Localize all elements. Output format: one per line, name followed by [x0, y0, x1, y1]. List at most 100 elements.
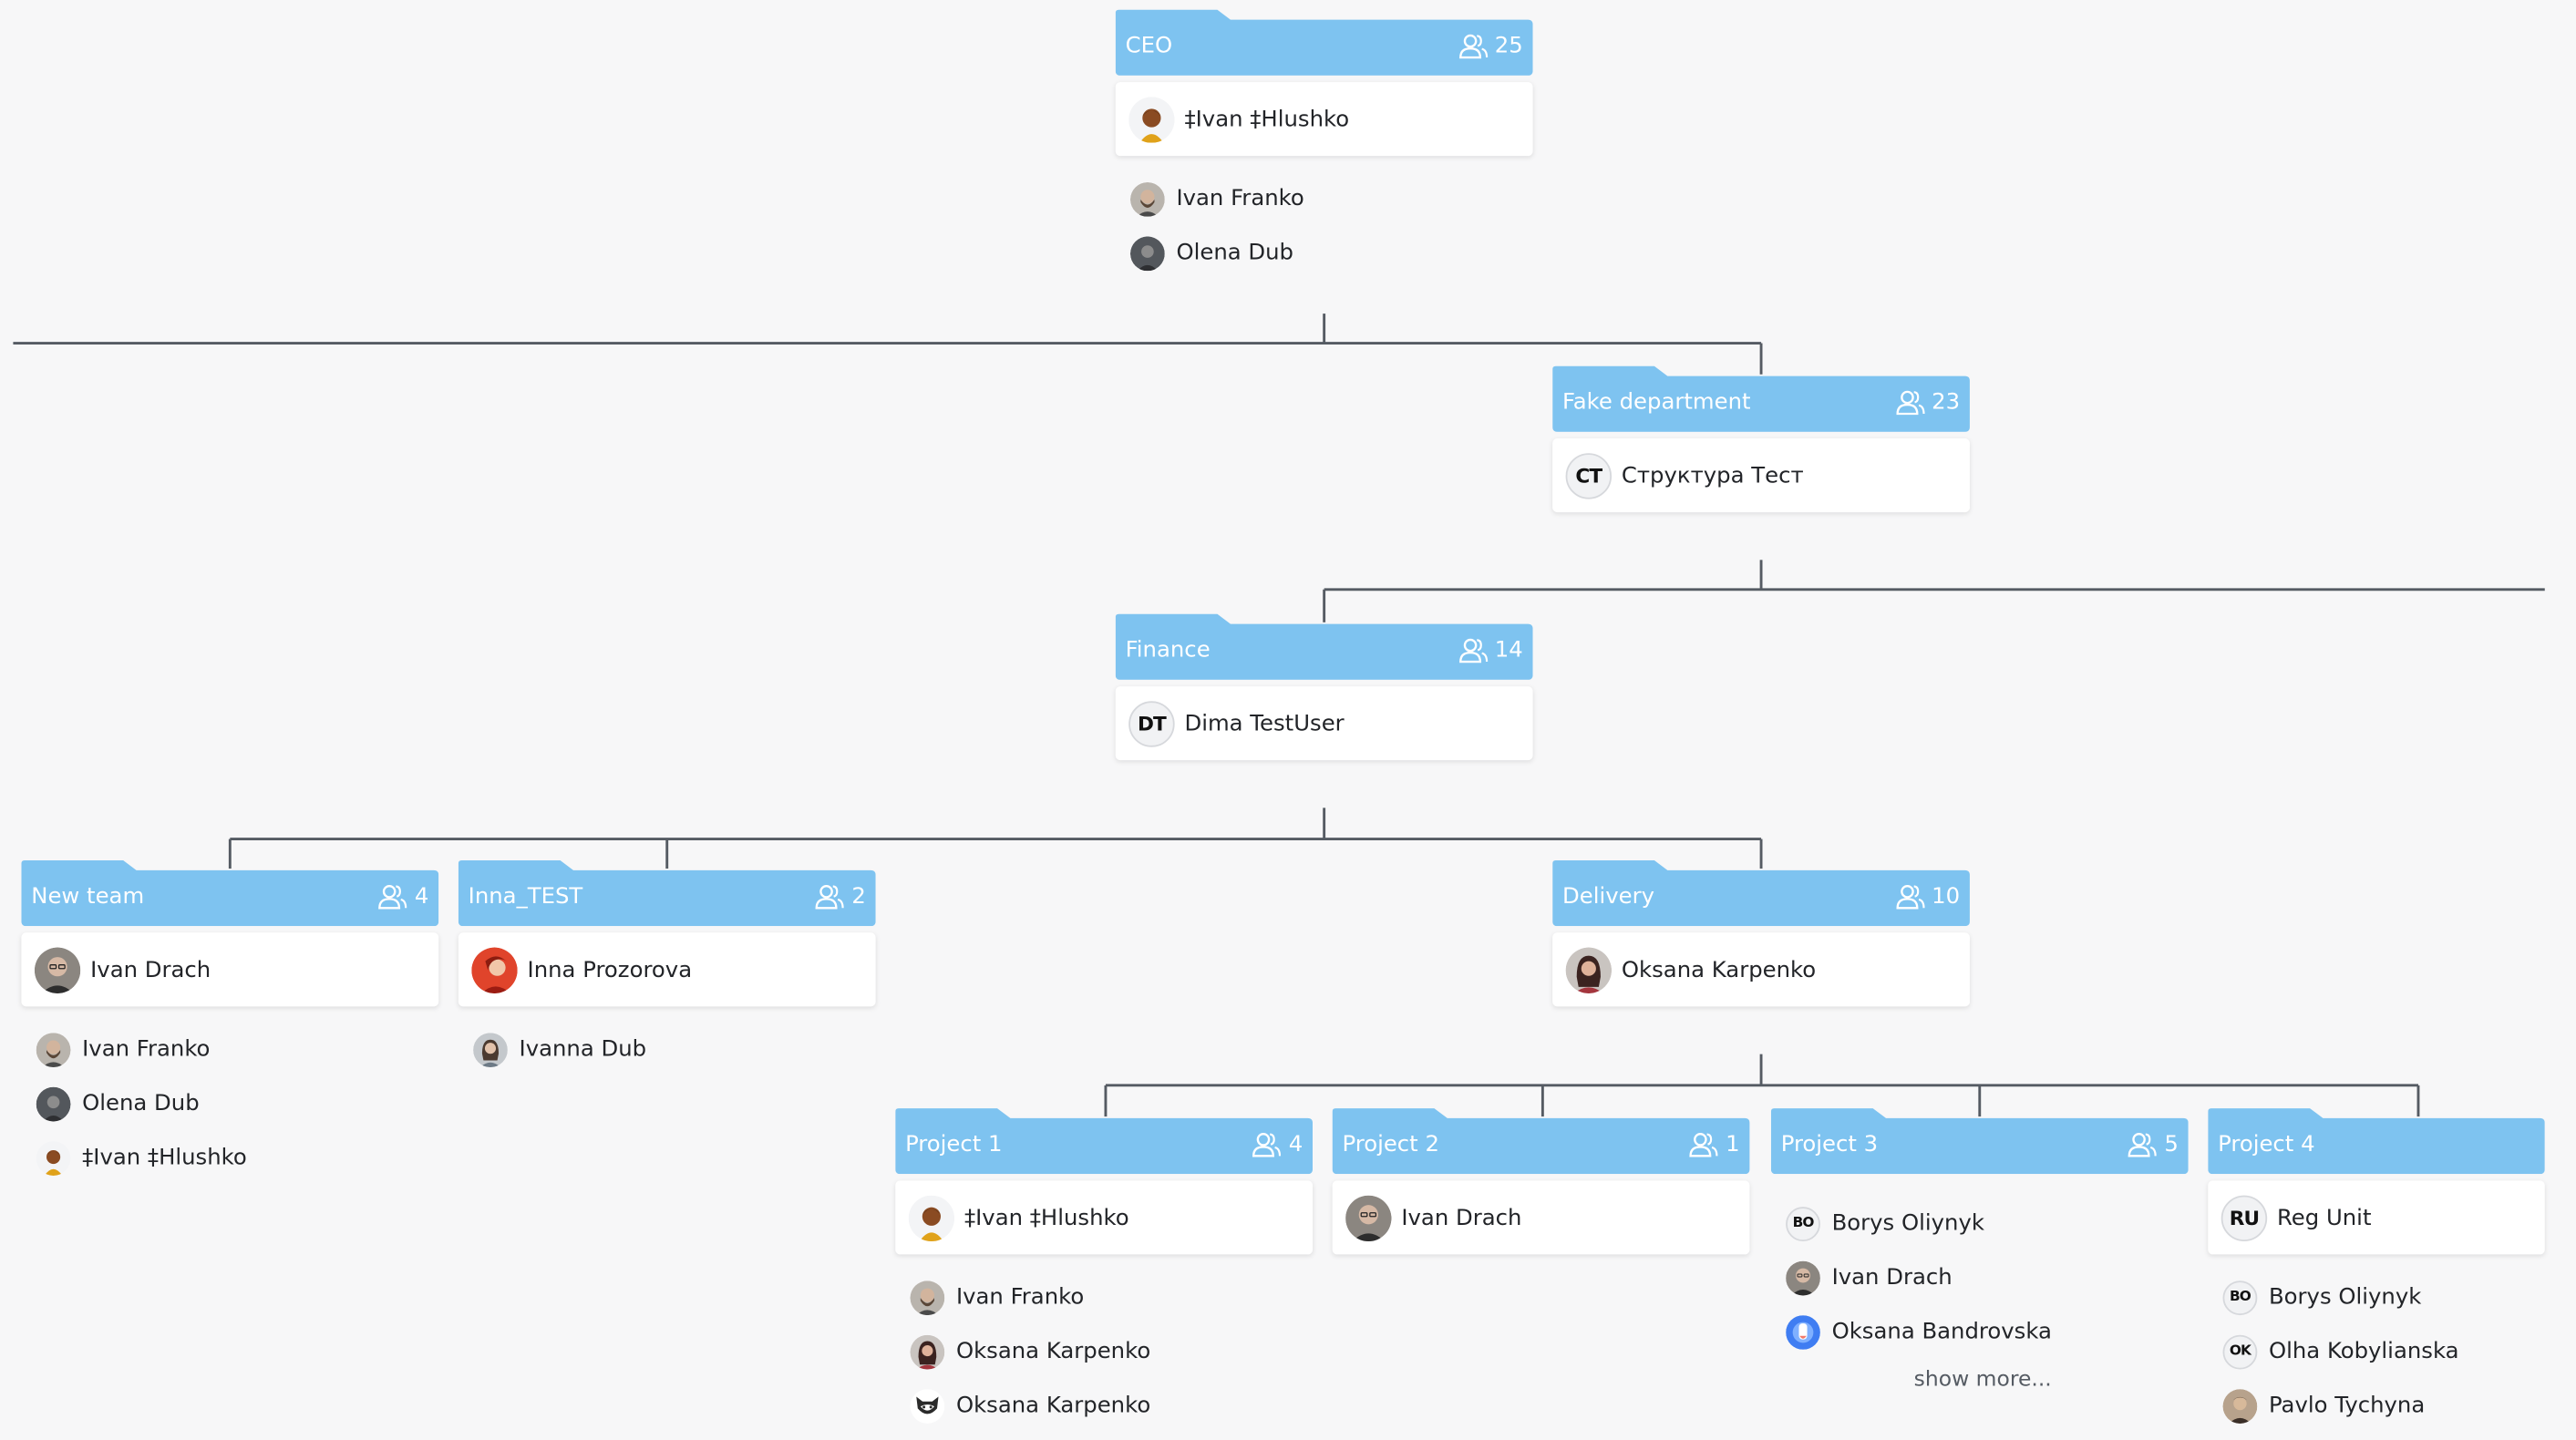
people-icon: [1458, 34, 1488, 59]
manager-name: Структура Тест: [1621, 462, 1804, 489]
member-count-value: 5: [2164, 1131, 2179, 1158]
manager-name: Inna Prozorova: [527, 956, 693, 983]
member-item[interactable]: Olena Dub: [1129, 233, 1293, 273]
member-name: Ivan Franko: [955, 1283, 1085, 1311]
avatar: [1128, 96, 1175, 142]
member-item[interactable]: Olena Dub: [36, 1084, 200, 1123]
member-item[interactable]: Pavlo Tychyna: [2222, 1386, 2425, 1425]
member-count-value: 10: [1932, 883, 1961, 910]
node-title: Project 2: [1342, 1131, 1439, 1158]
member-name: ‡Ivan ‡Hlushko: [82, 1144, 247, 1171]
people-icon: [2128, 1133, 2158, 1157]
node-header[interactable]: Project 3 5: [1770, 1106, 2189, 1175]
node-title: Fake department: [1561, 388, 1751, 416]
member-count: 1: [1689, 1131, 1740, 1157]
node-title: CEO: [1125, 33, 1173, 59]
member-count: 14: [1458, 637, 1523, 663]
member-item[interactable]: Ivan Franko: [1129, 179, 1304, 218]
people-icon: [1458, 638, 1488, 663]
member-item[interactable]: Ivan Franko: [36, 1030, 211, 1069]
member-count-value: 4: [414, 883, 429, 910]
node-header[interactable]: Project 2 1: [1332, 1106, 1750, 1175]
header-tab-shape: [1552, 860, 1970, 927]
people-icon: [1896, 884, 1925, 910]
show-more-link[interactable]: show more...: [1913, 1367, 2052, 1393]
node-header[interactable]: Project 4: [2208, 1106, 2545, 1175]
avatar: [1786, 1260, 1820, 1295]
manager-card[interactable]: Ivan Drach: [1332, 1180, 1750, 1255]
member-item[interactable]: Oksana Bandrovska: [1786, 1311, 2052, 1351]
node-title: Delivery: [1561, 883, 1655, 910]
manager-card[interactable]: Inna Prozorova: [458, 932, 876, 1007]
avatar: [2222, 1388, 2258, 1424]
avatar: [36, 1140, 71, 1176]
node-header[interactable]: CEO 25: [1115, 8, 1533, 76]
avatar: [36, 1032, 71, 1067]
node-title: Inna_TEST: [468, 883, 583, 910]
avatar: [910, 1333, 945, 1369]
manager-name: Ivan Drach: [90, 956, 211, 983]
member-item[interactable]: Oksana Karpenko: [910, 1386, 1150, 1425]
node-title: Project 3: [1780, 1131, 1879, 1158]
member-name: Oksana Bandrovska: [1831, 1318, 2052, 1345]
member-name: Olena Dub: [82, 1090, 200, 1117]
avatar: [1565, 946, 1613, 993]
header-tab-shape: [895, 1108, 1314, 1175]
manager-name: Dima TestUser: [1184, 710, 1345, 737]
member-count-value: 25: [1494, 33, 1523, 59]
member-name: Borys Oliynyk: [1831, 1209, 1984, 1237]
people-icon: [378, 884, 407, 910]
manager-card[interactable]: Oksana Karpenko: [1552, 932, 1970, 1007]
member-item[interactable]: Ivanna Dub: [473, 1030, 646, 1069]
header-tab-shape: [1115, 9, 1533, 76]
initials-avatar: DT: [1128, 700, 1175, 746]
manager-card[interactable]: ‡Ivan ‡Hlushko: [895, 1180, 1314, 1255]
member-name: Ivan Franko: [82, 1035, 211, 1063]
member-count: 4: [1252, 1131, 1303, 1157]
member-name: Oksana Karpenko: [955, 1338, 1151, 1365]
member-name: Oksana Karpenko: [955, 1392, 1151, 1419]
manager-name: ‡Ivan ‡Hlushko: [963, 1204, 1129, 1231]
initials-avatar: RU: [2221, 1194, 2268, 1241]
member-item[interactable]: Oksana Karpenko: [910, 1332, 1150, 1371]
node-title: Project 1: [905, 1131, 1003, 1158]
member-item[interactable]: Ivan Franko: [910, 1278, 1084, 1317]
header-tab-shape: [21, 860, 439, 927]
manager-card[interactable]: ‡Ivan ‡Hlushko: [1115, 82, 1533, 157]
member-count: 4: [378, 883, 428, 910]
avatar: [473, 1032, 508, 1067]
header-tab-shape: [1332, 1108, 1750, 1175]
avatar: [1129, 235, 1165, 271]
node-header[interactable]: Inna_TEST 2: [458, 859, 876, 927]
node-header[interactable]: Fake department 23: [1552, 365, 1970, 432]
member-count: 23: [1896, 389, 1960, 416]
node-header[interactable]: Finance 14: [1115, 612, 1533, 680]
member-item[interactable]: Ivan Drach: [1786, 1258, 1953, 1297]
node-header[interactable]: Project 1 4: [895, 1106, 1314, 1175]
member-count-value: 4: [1288, 1131, 1303, 1158]
member-count: 10: [1896, 883, 1961, 910]
node-title: New team: [31, 883, 145, 910]
initials-avatar: CT: [1565, 452, 1613, 499]
node-title: Finance: [1125, 637, 1211, 663]
avatar: [910, 1280, 945, 1315]
member-name: Ivan Franko: [1176, 185, 1304, 212]
node-header[interactable]: New team 4: [21, 859, 439, 927]
avatar: [1786, 1314, 1820, 1350]
avatar: [1129, 181, 1165, 216]
manager-card[interactable]: DT Dima TestUser: [1115, 686, 1533, 761]
member-count-value: 2: [851, 883, 866, 910]
member-item[interactable]: ‡Ivan ‡Hlushko: [36, 1138, 247, 1178]
manager-card[interactable]: Ivan Drach: [21, 932, 439, 1007]
avatar: [34, 946, 81, 993]
avatar: [471, 946, 518, 993]
node-header[interactable]: Delivery 10: [1552, 859, 1970, 927]
manager-card[interactable]: CT Структура Тест: [1552, 438, 1970, 513]
member-name: Borys Oliynyk: [2268, 1283, 2422, 1311]
